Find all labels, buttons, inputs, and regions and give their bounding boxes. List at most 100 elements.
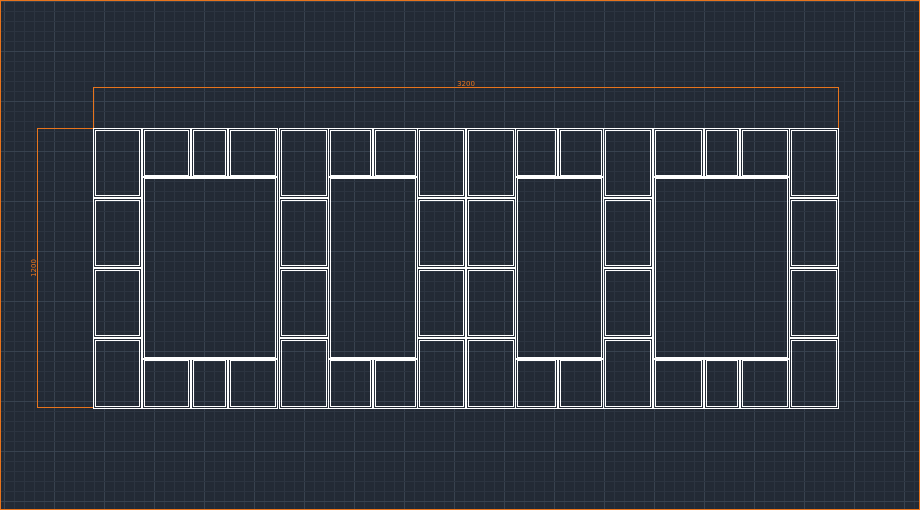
panel[interactable] <box>704 358 740 409</box>
panel[interactable] <box>142 358 191 409</box>
wall-panel-layout[interactable] <box>93 128 839 409</box>
panel[interactable] <box>93 128 142 198</box>
panel[interactable] <box>417 268 466 338</box>
panel[interactable] <box>515 128 558 178</box>
panel-outline-inner <box>517 360 556 407</box>
panel-outline-inner <box>655 130 702 176</box>
panel-outline-inner <box>517 130 556 176</box>
panel[interactable] <box>142 176 278 360</box>
panel[interactable] <box>93 198 142 268</box>
panel-outline-inner <box>375 130 416 176</box>
panel[interactable] <box>789 198 839 268</box>
panel-outline-inner <box>193 360 226 407</box>
panel-outline-inner <box>791 270 837 336</box>
panel-outline-inner <box>605 200 651 266</box>
panel-outline-inner <box>419 340 464 407</box>
panel-outline <box>191 358 228 409</box>
panel[interactable] <box>93 338 142 409</box>
panel[interactable] <box>515 358 558 409</box>
panel-outline-inner <box>605 130 651 196</box>
panel-outline <box>704 128 740 178</box>
panel-outline <box>704 358 740 409</box>
panel-outline-inner <box>281 130 327 196</box>
panel-outline-inner <box>144 178 276 358</box>
panel-outline <box>328 358 373 409</box>
panel-outline <box>515 128 558 178</box>
panel[interactable] <box>603 128 653 198</box>
panel[interactable] <box>603 338 653 409</box>
panel-outline-inner <box>230 360 276 407</box>
panel[interactable] <box>603 268 653 338</box>
panel[interactable] <box>417 128 466 198</box>
panel-outline-inner <box>419 130 464 196</box>
panel[interactable] <box>789 268 839 338</box>
panel[interactable] <box>789 128 839 198</box>
panel-outline <box>603 268 653 338</box>
panel-outline-inner <box>193 130 226 176</box>
panel-outline-inner <box>742 360 788 407</box>
panel-outline-inner <box>791 200 837 266</box>
panel-outline <box>93 268 142 338</box>
panel[interactable] <box>704 128 740 178</box>
panel-outline-inner <box>95 130 140 196</box>
panel-outline-inner <box>95 340 140 407</box>
panel-outline <box>142 128 191 178</box>
panel[interactable] <box>228 128 278 178</box>
panel-outline <box>515 358 558 409</box>
panel-outline <box>789 338 839 409</box>
panel-outline-inner <box>281 200 327 266</box>
panel-outline-inner <box>330 130 371 176</box>
panel[interactable] <box>328 128 373 178</box>
panel-outline <box>228 358 278 409</box>
panel-outline-inner <box>230 130 276 176</box>
panel-outline <box>603 338 653 409</box>
panel[interactable] <box>653 358 704 409</box>
panel-outline-inner <box>605 270 651 336</box>
panel-outline <box>228 128 278 178</box>
panel-outline <box>93 128 142 198</box>
panel[interactable] <box>417 198 466 268</box>
panel-outline-inner <box>605 340 651 407</box>
panel-outline-inner <box>706 130 738 176</box>
panel-outline-inner <box>330 178 416 358</box>
panel-outline-inner <box>791 130 837 196</box>
panel-outline-inner <box>419 270 464 336</box>
panel-outline-inner <box>281 340 327 407</box>
panel-outline-inner <box>281 270 327 336</box>
panel-outline-inner <box>468 340 514 407</box>
panel-outline-inner <box>468 200 514 266</box>
panel[interactable] <box>653 128 704 178</box>
panel-outline-inner <box>560 130 602 176</box>
panel[interactable] <box>142 128 191 178</box>
panel-outline-inner <box>791 340 837 407</box>
panel-outline-inner <box>655 178 788 358</box>
panel-outline-inner <box>144 130 189 176</box>
panel-outline <box>789 198 839 268</box>
panel-outline <box>93 338 142 409</box>
panel[interactable] <box>789 338 839 409</box>
panel-outline <box>603 128 653 198</box>
panel-outline <box>789 128 839 198</box>
panel-outline <box>417 198 466 268</box>
height-dimension <box>37 128 94 408</box>
panel-outline <box>417 338 466 409</box>
panel[interactable] <box>93 268 142 338</box>
panel-outline <box>653 128 704 178</box>
panel[interactable] <box>191 358 228 409</box>
panel[interactable] <box>328 358 373 409</box>
panel-outline-inner <box>375 360 416 407</box>
panel-outline <box>417 268 466 338</box>
panel-outline-inner <box>742 130 788 176</box>
panel-outline-inner <box>706 360 738 407</box>
panel[interactable] <box>603 198 653 268</box>
panel-outline-inner <box>144 360 189 407</box>
panel-outline <box>191 128 228 178</box>
panel[interactable] <box>191 128 228 178</box>
panel[interactable] <box>417 338 466 409</box>
panel-outline-inner <box>330 360 371 407</box>
panel-outline-inner <box>655 360 702 407</box>
width-dimension <box>93 87 839 129</box>
panel[interactable] <box>228 358 278 409</box>
